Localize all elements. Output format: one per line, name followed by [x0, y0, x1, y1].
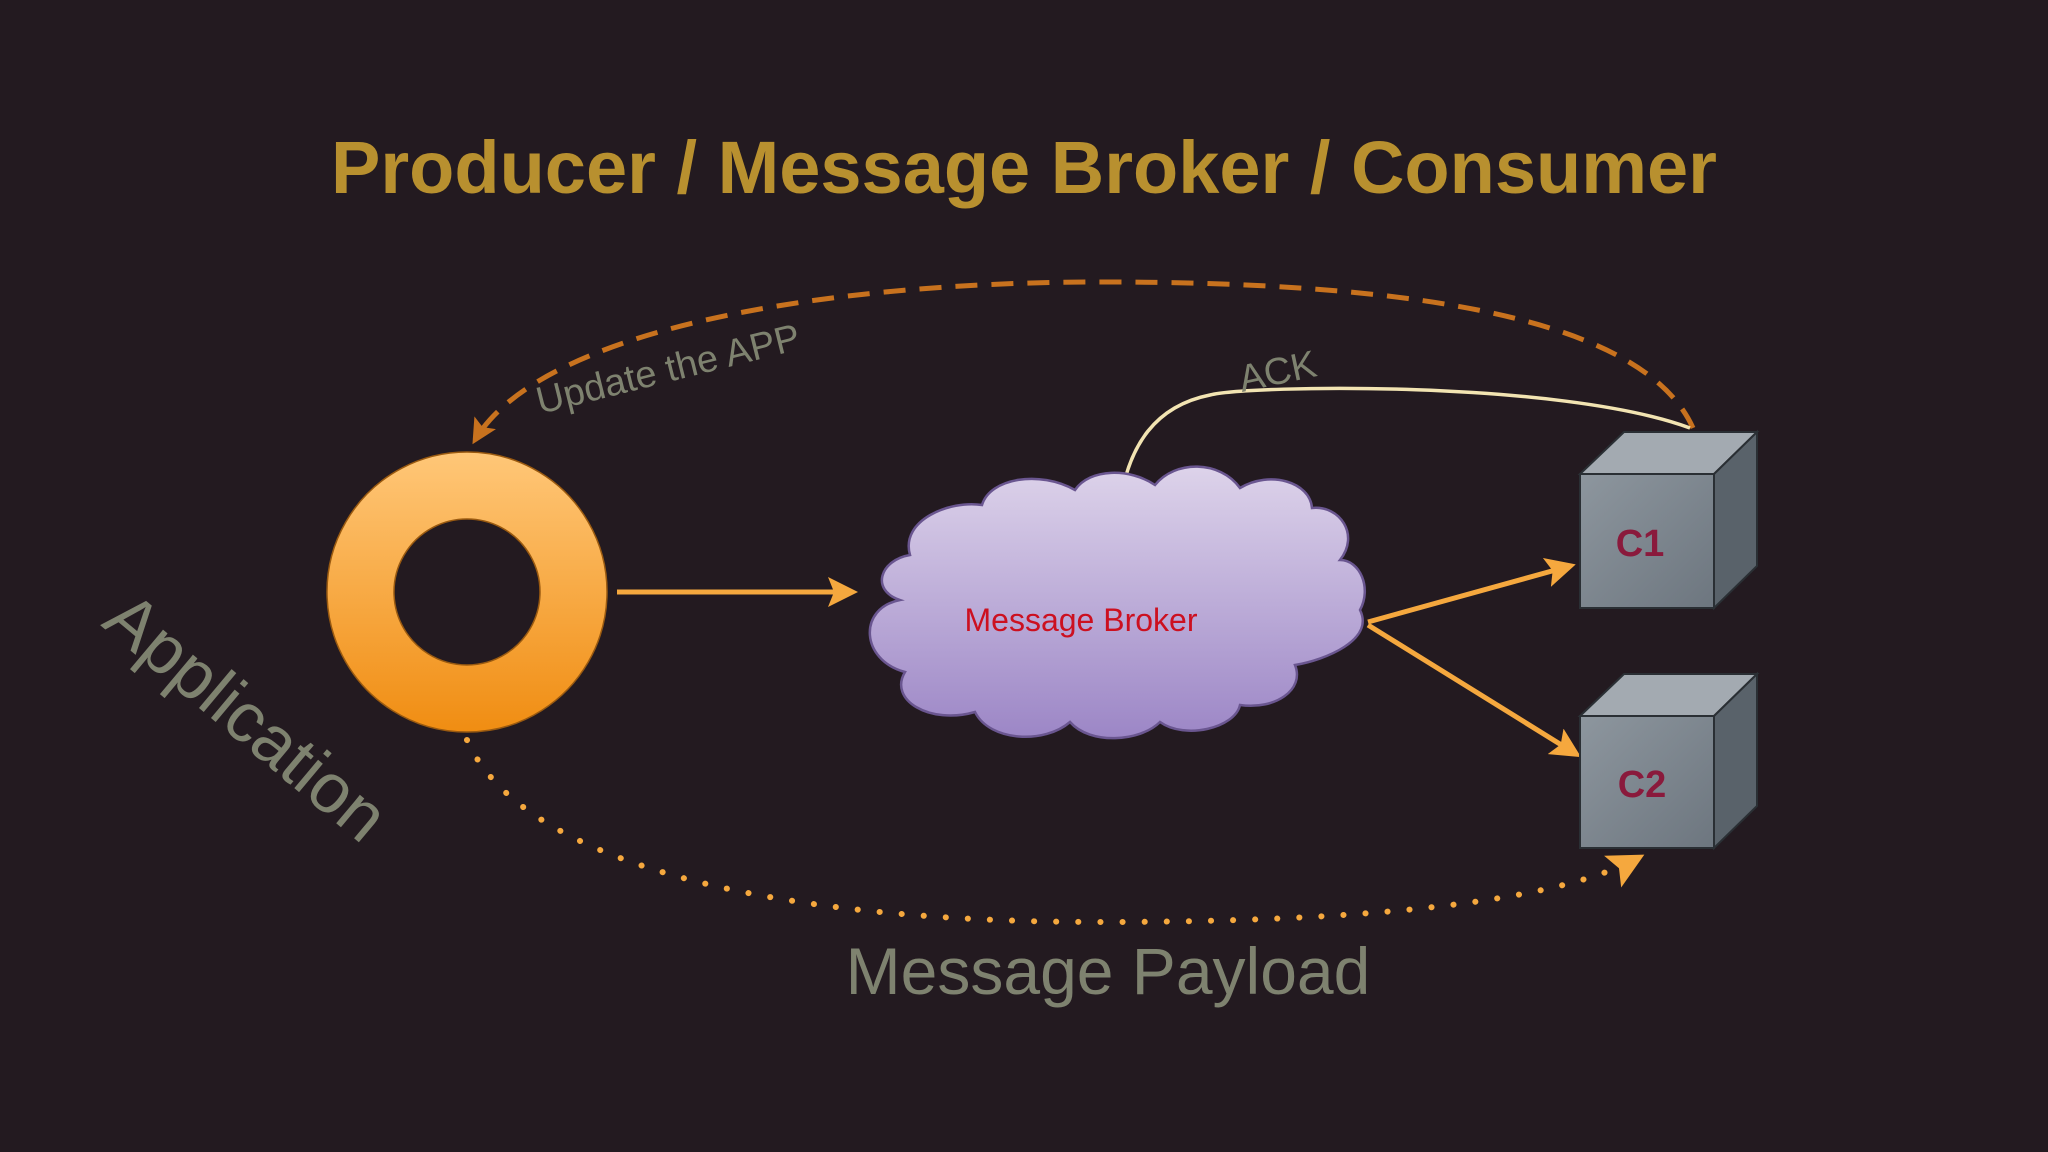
page-title: Producer / Message Broker / Consumer — [331, 126, 1717, 209]
update-app-arrow — [472, 279, 1696, 445]
application-node — [326, 451, 608, 733]
consumer-c1-cube — [1577, 429, 1760, 611]
message-broker-cloud — [868, 465, 1366, 740]
message-payload-arrow — [464, 737, 1645, 926]
application-ring-icon — [326, 451, 608, 733]
ack-arrow — [1107, 386, 1691, 525]
ack-label: ACK — [1235, 343, 1320, 400]
consumer-c2-label: C2 — [1618, 764, 1667, 806]
consumer-c1-label: C1 — [1616, 523, 1665, 565]
message-payload-label: Message Payload — [846, 934, 1371, 1008]
broker-to-c1-arrow — [1367, 557, 1576, 625]
consumer-c2-cube — [1577, 671, 1760, 851]
message-broker-label: Message Broker — [965, 602, 1198, 638]
broker-to-c2-arrow — [1366, 622, 1582, 758]
update-app-label: Update the APP — [532, 317, 805, 423]
